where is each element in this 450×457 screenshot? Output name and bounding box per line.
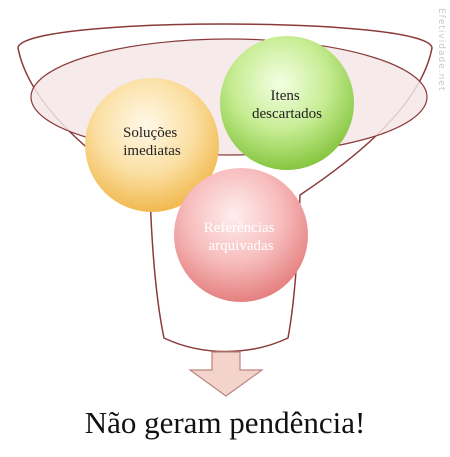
circle-referencias-line-1: Referências [204, 220, 275, 236]
circle-solucoes-shape [85, 78, 219, 212]
circle-solucoes-imediatas: Soluções imediatas [85, 78, 219, 212]
circle-solucoes-line-1: Soluções [123, 125, 177, 141]
caption-text: Não geram pendência! [84, 405, 366, 440]
circle-referencias-arquivadas: Referências arquivadas [174, 168, 308, 302]
circle-itens-shape [220, 36, 354, 170]
circle-referencias-shape [174, 168, 308, 302]
circle-referencias-line-2: arquivadas [209, 238, 274, 254]
circle-referencias-label: Referências arquivadas [204, 220, 279, 254]
circle-itens-label: Itens descartados [252, 88, 322, 122]
circle-itens-line-1: Itens [271, 88, 300, 104]
circle-itens-descartados: Itens descartados [220, 36, 354, 170]
circle-solucoes-line-2: imediatas [123, 143, 181, 159]
watermark-text: Efetividade.net [436, 8, 446, 92]
down-arrow-icon [188, 351, 264, 397]
circle-itens-line-2: descartados [252, 106, 322, 122]
circle-solucoes-label: Soluções imediatas [123, 125, 181, 159]
